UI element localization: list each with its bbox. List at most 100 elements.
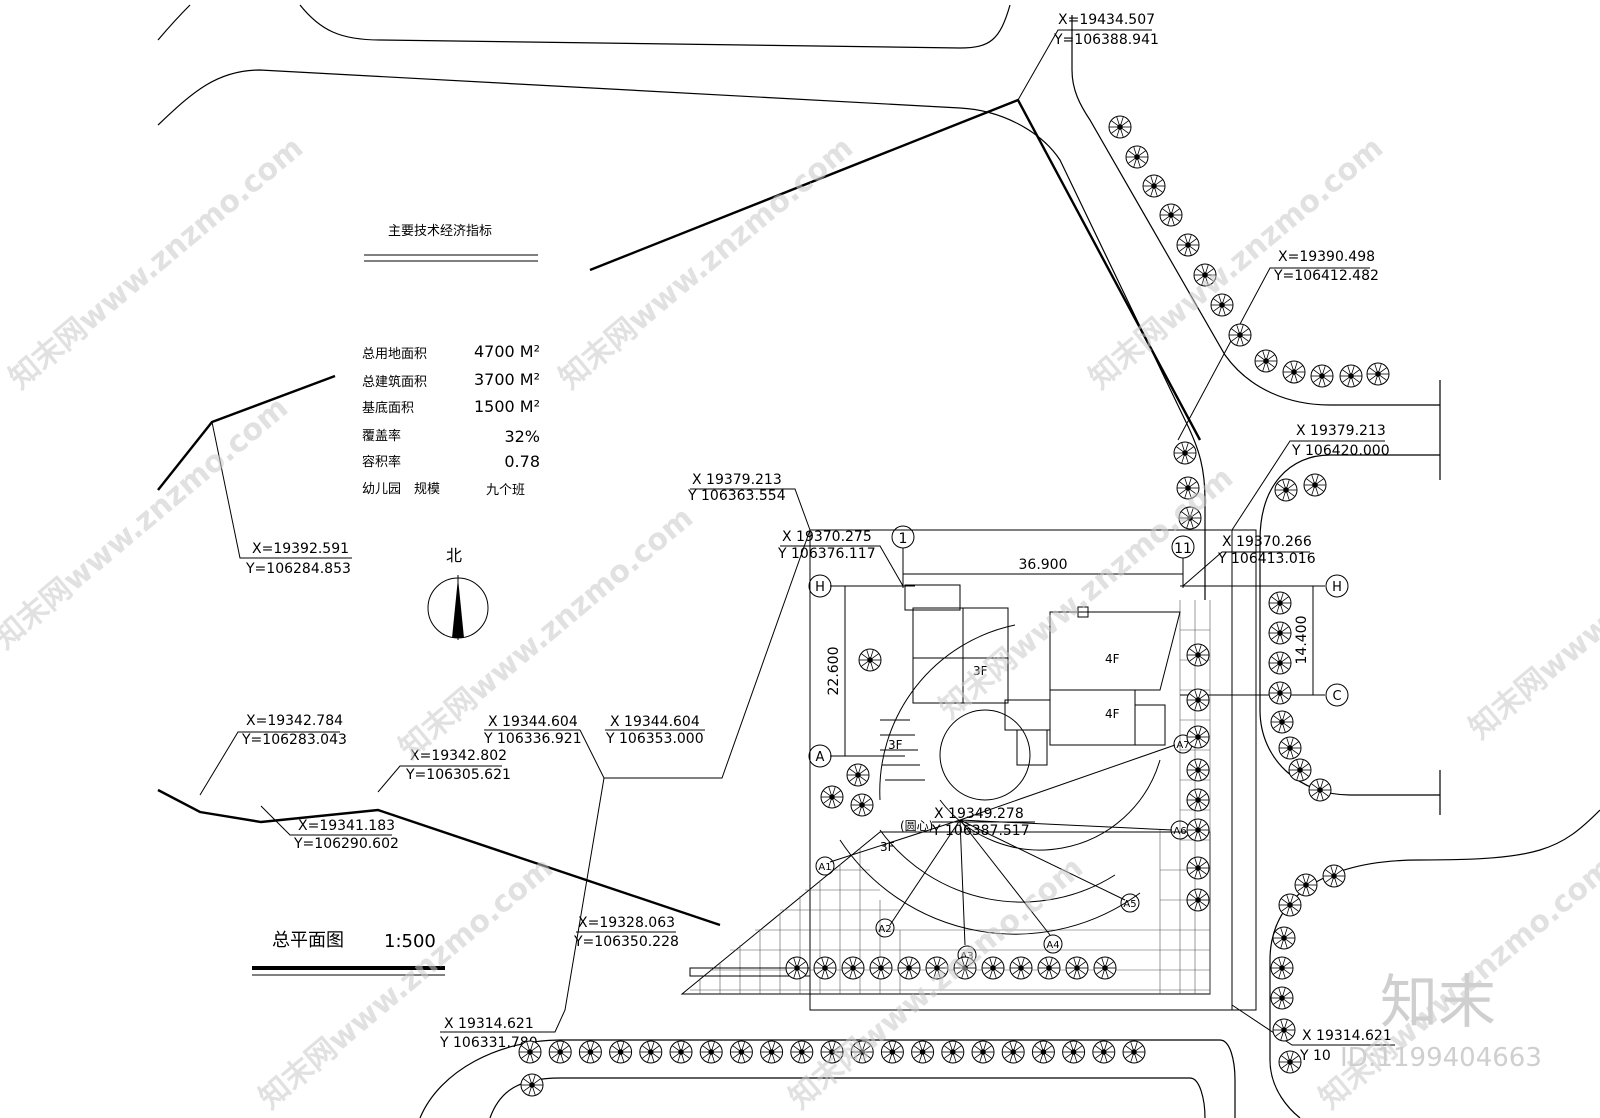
svg-text:X 19370.275: X 19370.275 — [782, 529, 872, 545]
svg-text:H: H — [1332, 580, 1342, 595]
tree-icon — [1176, 476, 1200, 500]
radial-line-a1 — [829, 819, 961, 863]
road-right-upper — [1071, 15, 1440, 406]
road-diag-upper — [157, 69, 1206, 600]
svg-text:X 19379.213: X 19379.213 — [692, 472, 782, 488]
floor-labels: 3F 4F 4F 3F 3F (圆心) — [880, 652, 1120, 854]
tree-icon — [850, 1040, 874, 1064]
dimensions: 36.900 22.600 14.400 1 11 H A H C — [808, 525, 1349, 768]
coord-callout-3: X 19379.213 Y 106420.000 — [1231, 423, 1390, 531]
watermark-6: 知末网www.znzmo.com — [933, 460, 1240, 726]
tree-icon — [578, 1040, 602, 1064]
svg-text:Y=106350.228: Y=106350.228 — [573, 934, 679, 950]
tree-icon — [1308, 778, 1332, 802]
block-d — [962, 657, 1009, 704]
svg-text:A5: A5 — [1123, 899, 1136, 910]
coord-callout-1: X=19434.507 Y=106388.941 — [1017, 12, 1159, 101]
watermark-7: 知末网www.znzmo.com — [1463, 480, 1600, 746]
svg-text:A4: A4 — [1046, 940, 1059, 951]
floor-label-4f-upper: 4F — [1105, 652, 1120, 666]
axis-bubble-c-right: C — [1325, 683, 1349, 707]
dim-22600: 22.600 — [826, 647, 842, 696]
tree-icon — [1159, 203, 1183, 227]
radial-label-a2: A2 — [875, 918, 895, 938]
boundary-left-lower — [157, 788, 721, 927]
axis-bubble-11: 11 — [1171, 535, 1195, 574]
svg-text:X=19341.183: X=19341.183 — [298, 818, 395, 834]
tree-icon — [1339, 364, 1363, 388]
tree-icon — [1001, 1040, 1025, 1064]
block-small — [1077, 606, 1089, 618]
svg-text:A7: A7 — [1176, 740, 1189, 751]
tree-icon — [699, 1040, 723, 1064]
road-bottom-2 — [489, 1077, 1206, 1118]
indicator-value-6: 九个班 — [486, 483, 525, 498]
axis-bubble-1: 1 — [891, 525, 915, 574]
svg-text:Y 106376.117: Y 106376.117 — [777, 546, 876, 562]
tree-icon — [1122, 1040, 1146, 1064]
indicator-label-4: 覆盖率 — [362, 428, 401, 444]
tree-icon — [1272, 1018, 1296, 1042]
watermark-8: 知末网www.znzmo.com — [253, 850, 560, 1116]
road-top-edge-1 — [157, 4, 191, 41]
arc-outer — [879, 624, 1016, 801]
svg-text:A2: A2 — [878, 924, 891, 935]
tree-icon — [941, 1040, 965, 1064]
coord-callout-15: X 19314.621 Y 106331.780 — [439, 1016, 538, 1051]
tree-icon — [1288, 758, 1312, 782]
tree-icon — [1268, 651, 1292, 675]
north-label: 北 — [446, 546, 462, 565]
svg-text:X=19434.507: X=19434.507 — [1058, 12, 1155, 28]
tree-icon — [1186, 888, 1210, 912]
trees — [518, 115, 1390, 1097]
tree-icon — [609, 1040, 633, 1064]
tree-icon — [1031, 1040, 1055, 1064]
indicator-label-3: 基底面积 — [362, 400, 414, 416]
tree-icon — [790, 1040, 814, 1064]
drawing-title: 总平面图 — [272, 930, 344, 951]
svg-text:Y 106336.921: Y 106336.921 — [483, 731, 582, 747]
svg-text:A: A — [816, 750, 825, 765]
tree-icon — [1009, 956, 1033, 980]
radial-label-a1: A1 — [815, 856, 835, 876]
road-bottom-1 — [419, 1039, 1236, 1118]
indicator-title: 主要技术经济指标 — [388, 224, 492, 239]
tree-icon — [981, 956, 1005, 980]
brand-id: ID:1199404663 — [1340, 1043, 1542, 1073]
coord-callout-4: X 19379.213 Y 106363.554 — [687, 472, 811, 531]
north-arrow: 北 — [427, 546, 489, 640]
dim-14400: 14.400 — [1294, 616, 1310, 665]
svg-text:Y 106363.554: Y 106363.554 — [687, 488, 786, 504]
arc-ring — [939, 759, 1161, 851]
roads — [157, 4, 1600, 1118]
coord-callout-14: X=19328.063 Y=106350.228 — [573, 915, 679, 950]
coord-callout-12: X=19341.183 Y=106290.602 — [260, 805, 399, 852]
tree-icon — [911, 1040, 935, 1064]
tree-icon — [1268, 681, 1292, 705]
tree-icon — [1303, 473, 1327, 497]
coord-callout-11: X=19342.802 Y=106305.621 — [377, 748, 511, 793]
block-4f-upper — [1049, 611, 1181, 691]
radial-line-a3 — [959, 819, 966, 946]
svg-text:Y=106305.621: Y=106305.621 — [405, 767, 511, 783]
tree-icon — [1092, 1040, 1116, 1064]
tree-icon — [669, 1040, 693, 1064]
tree-icon — [1186, 643, 1210, 667]
tree-icon — [1270, 956, 1294, 980]
svg-text:X 19349.278: X 19349.278 — [934, 806, 1024, 822]
tree-icon — [1186, 856, 1210, 880]
tree-icon — [1272, 926, 1296, 950]
radial-line-a4 — [959, 819, 1051, 936]
tree-icon — [1294, 873, 1318, 897]
svg-text:Y=106284.853: Y=106284.853 — [245, 561, 351, 577]
brand-logo: 知末 — [1380, 968, 1496, 1036]
site-block — [680, 529, 1257, 1011]
radial-label-a4: A4 — [1043, 934, 1063, 954]
tree-icon — [813, 956, 837, 980]
svg-text:X=19342.802: X=19342.802 — [410, 748, 507, 764]
indicator-value-5: 0.78 — [504, 452, 540, 471]
tree-icon — [1278, 893, 1302, 917]
tree-icon — [1310, 364, 1334, 388]
block-link — [1004, 699, 1051, 731]
tree-icon — [1193, 263, 1217, 287]
